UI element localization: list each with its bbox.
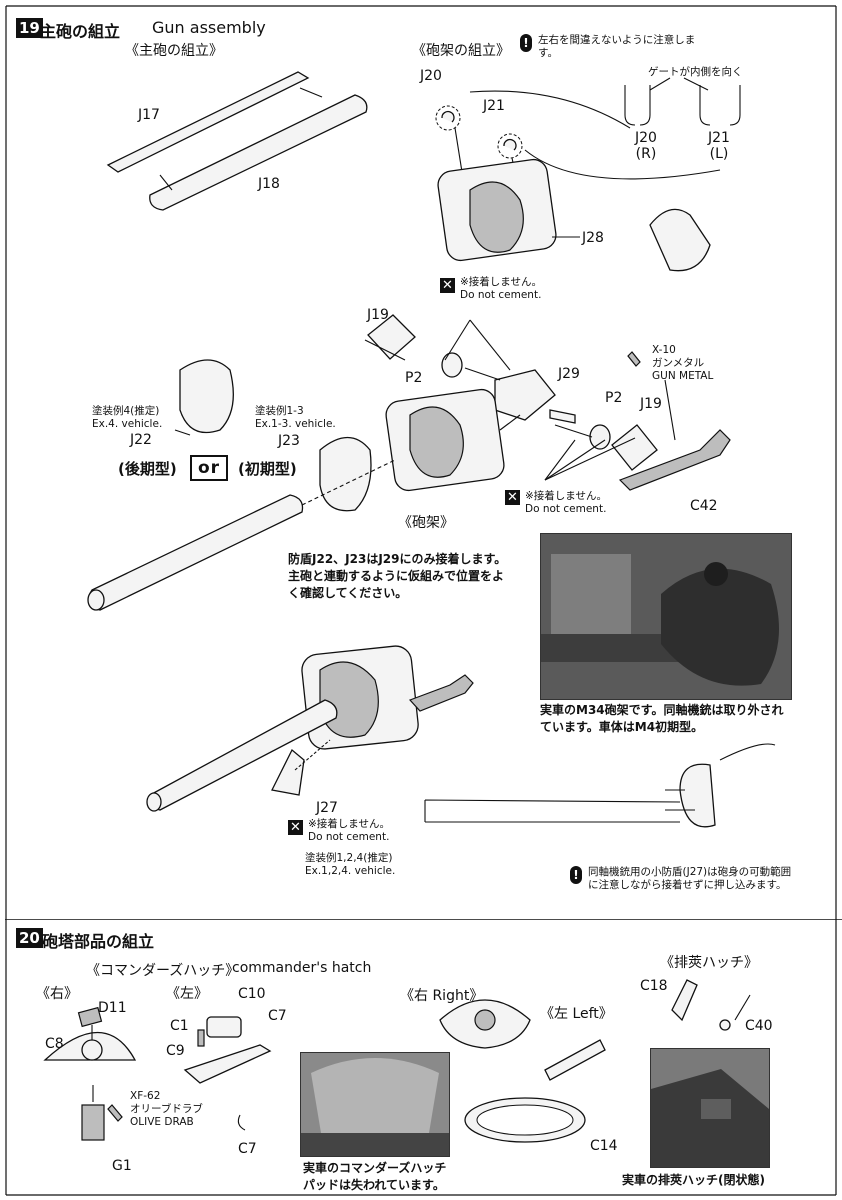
photo-commander-hatch: [300, 1052, 450, 1157]
label-j27: J27: [316, 800, 338, 816]
variant-or: or: [190, 455, 229, 481]
label-j29: J29: [558, 366, 580, 382]
step20-illustration: [5, 920, 837, 1196]
label-j21-l: J21(L): [708, 130, 730, 162]
label-c7-b: C7: [238, 1141, 257, 1157]
no-cement-note-1: ※接着しません。Do not cement.: [460, 276, 542, 301]
label-g1: G1: [112, 1158, 132, 1174]
mg-note: 同軸機銃用の小防盾(J27)は砲身の可動範囲に注意しながら接着せずに押し込みます…: [588, 866, 792, 891]
mount-caption: 《砲架》: [398, 515, 454, 531]
paint-ex124: 塗装例1,2,4(推定)Ex.1,2,4. vehicle.: [305, 852, 396, 877]
label-right: 《右》: [36, 986, 78, 1002]
label-j28: J28: [582, 230, 604, 246]
label-p2-b: P2: [605, 390, 623, 406]
step-number-19: 19: [16, 18, 43, 38]
label-c7-a: C7: [268, 1008, 287, 1024]
photo-ejector-hatch: [650, 1048, 770, 1168]
photo1-caption: 実車のコマンダーズハッチパッドは失われています。: [303, 1161, 447, 1192]
label-left: 《左》: [166, 986, 208, 1002]
label-j18: J18: [258, 176, 280, 192]
warning-icon: !: [520, 34, 532, 52]
step-number-20: 20: [16, 928, 43, 948]
label-c8: C8: [45, 1036, 64, 1052]
no-cement-icon: ✕: [440, 278, 455, 293]
no-cement-note-3: ※接着しません。Do not cement.: [308, 818, 390, 843]
label-j17: J17: [138, 107, 160, 123]
label-j20: J20: [420, 68, 442, 84]
photo-caption-mount: 実車のM34砲架です。同軸機銃は取り外されています。車体はM4初期型。: [540, 703, 784, 734]
subtitle-commander-hatch: 《コマンダーズハッチ》: [86, 963, 240, 979]
subtitle-mount: 《砲架の組立》: [412, 43, 510, 59]
label-c42: C42: [690, 498, 718, 514]
label-c40: C40: [745, 1018, 773, 1034]
warning-icon: !: [570, 866, 582, 884]
label-j20-r: J20(R): [635, 130, 657, 162]
warning-lr-note: 左右を間違えないように注意します。: [538, 34, 696, 59]
label-c18: C18: [640, 978, 668, 994]
photo-m34-mount: [540, 533, 792, 700]
part-j18-shape: [149, 94, 368, 211]
part-j17-shape: [106, 71, 310, 173]
step20-title: 砲塔部品の組立: [42, 932, 155, 951]
subtitle-commander-hatch-en: commander's hatch: [232, 960, 372, 976]
subtitle-ejector-hatch: 《排莢ハッチ》: [660, 955, 758, 971]
label-j19-b: J19: [640, 396, 662, 412]
label-c14: C14: [590, 1138, 618, 1154]
label-left-en: 《左 Left》: [540, 1006, 613, 1022]
label-right-en: 《右 Right》: [400, 988, 484, 1004]
label-d11: D11: [98, 1000, 127, 1016]
no-cement-icon: ✕: [288, 820, 303, 835]
label-p2-a: P2: [405, 370, 423, 386]
label-c9: C9: [166, 1043, 185, 1059]
label-j23: J23: [278, 433, 300, 449]
label-c10: C10: [238, 986, 266, 1002]
label-j21: J21: [483, 98, 505, 114]
step19-illustration: [5, 5, 842, 920]
paint-ex4: 塗装例4(推定)Ex.4. vehicle.: [92, 405, 163, 430]
step-title-jp: 主砲の組立: [40, 22, 121, 41]
subtitle-gun: 《主砲の組立》: [125, 43, 223, 59]
variant-early: (初期型): [238, 460, 297, 478]
label-j19-a: J19: [367, 307, 389, 323]
label-c1: C1: [170, 1018, 189, 1034]
gate-note: ゲートが内側を向く: [648, 66, 743, 78]
variant-late: (後期型): [118, 460, 177, 478]
no-cement-note-2: ※接着しません。Do not cement.: [525, 490, 607, 515]
photo2-caption: 実車の排莢ハッチ(閉状態): [622, 1173, 765, 1187]
shield-note: 防盾J22、J23はJ29にのみ接着します。主砲と連動するように仮組みで位置をよ…: [288, 552, 507, 600]
label-j22: J22: [130, 432, 152, 448]
no-cement-icon: ✕: [505, 490, 520, 505]
step-title-en: Gun assembly: [152, 18, 266, 37]
